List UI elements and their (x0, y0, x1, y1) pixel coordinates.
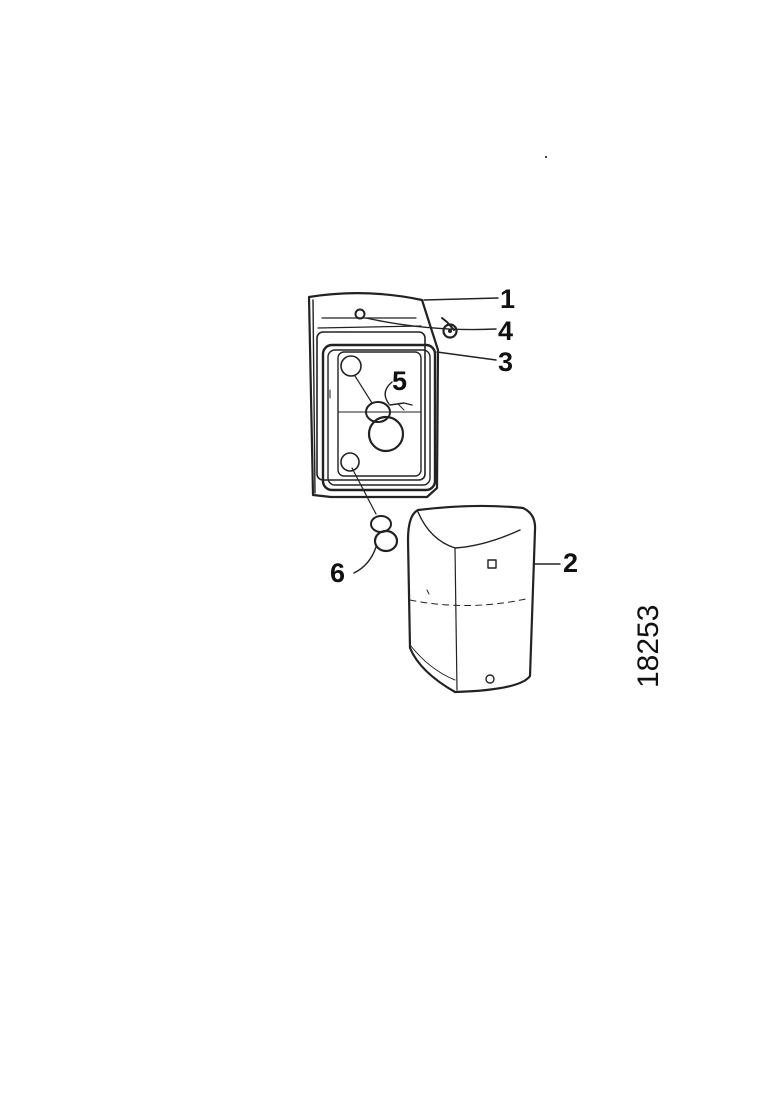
bulb-small (351, 467, 399, 553)
leader-1 (423, 297, 499, 301)
leader-6 (353, 546, 377, 574)
leader-5b (389, 402, 413, 406)
leader-lines (353, 297, 561, 574)
bulb-plate (329, 351, 422, 477)
callout-1: 1 (500, 284, 515, 314)
leader-4 (365, 317, 497, 331)
figure-number: 18253 (632, 605, 665, 688)
screw (441, 317, 458, 339)
leader-5a (384, 381, 393, 405)
callout-5: 5 (392, 366, 407, 396)
lamp-housing (307, 292, 440, 499)
lens-cover (406, 504, 537, 694)
bulb-large (354, 375, 405, 453)
callout-4: 4 (498, 316, 513, 346)
callout-2: 2 (563, 548, 578, 578)
gasket (321, 343, 437, 492)
leader-3 (436, 351, 497, 361)
callout-6: 6 (330, 558, 345, 588)
callout-3: 3 (498, 347, 513, 377)
speck (545, 156, 547, 158)
